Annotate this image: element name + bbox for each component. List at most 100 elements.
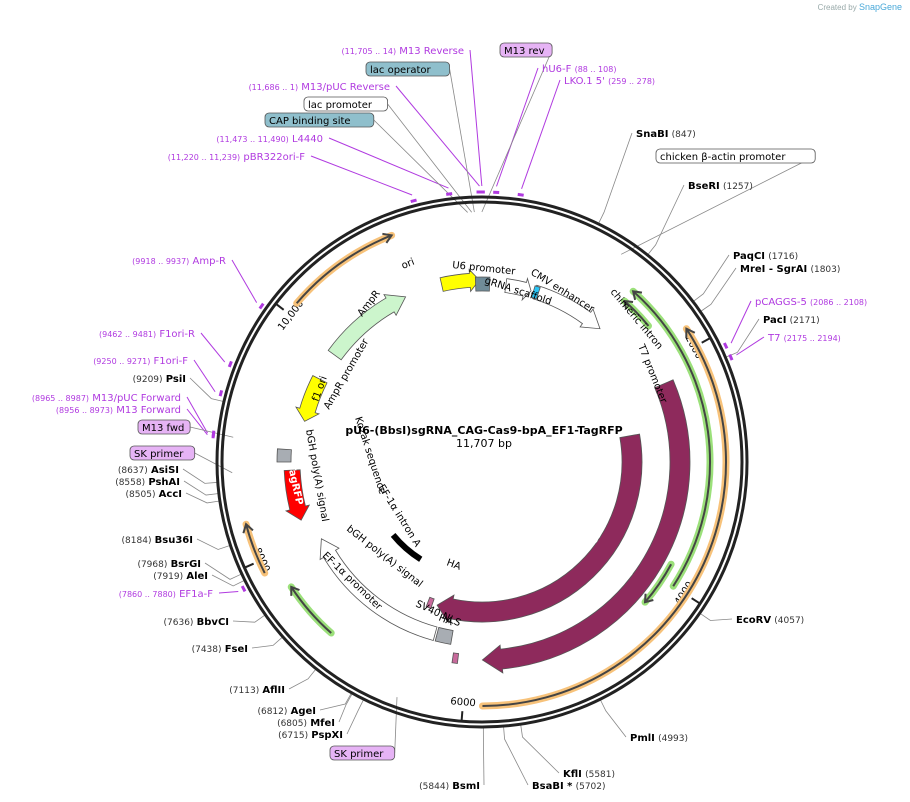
boxed-label-frame: [303, 96, 388, 112]
primer-range: (88 .. 108): [575, 65, 617, 74]
plasmid-name: pU6-(BbsI)sgRNA_CAG-Cas9-bpA_EF1-TagRFP: [345, 424, 622, 437]
primer-range: (8956 .. 8973): [56, 406, 113, 415]
enzyme-leader-line: [482, 727, 485, 786]
enzyme-position: (1803): [810, 265, 840, 275]
boxed-label-text: M13 fwd: [142, 423, 184, 434]
orf-orange-cas9-arrowhead: [685, 327, 696, 338]
primer-name: LKO.1 5': [564, 76, 605, 87]
orf-orange-cas9: [482, 328, 727, 707]
boxed-label-frame: [499, 42, 553, 58]
enzyme-label: PmlI (4993): [630, 733, 688, 744]
enzyme-leader-line: [211, 574, 245, 587]
enzyme-label: PacI (2171): [763, 315, 820, 326]
primer-mark: [410, 198, 417, 204]
primer-label: (8956 .. 8973) M13 Forward: [56, 405, 181, 416]
primer-leader-line: [218, 591, 239, 594]
enzyme-position: (8637): [118, 466, 148, 476]
enzyme-name: EcoRV: [736, 615, 771, 626]
tick-mark: [244, 562, 255, 569]
enzyme-position: (1257): [723, 182, 753, 192]
enzyme-leader-line: [251, 637, 283, 649]
u6-promoter-feature: [474, 276, 491, 292]
primer-label: (8965 .. 8987) M13/pUC Forward: [32, 393, 181, 404]
tick-label: 10,000: [276, 298, 306, 332]
primer-leader-line: [193, 359, 216, 392]
primer-name: EF1a-F: [179, 589, 213, 600]
ha-1-label: HA: [445, 557, 462, 572]
boxed-label-leader-line: [449, 68, 475, 213]
boxed-label-leader-line: [481, 49, 553, 213]
enzyme-name: SnaBI: [636, 129, 668, 140]
tick-mark: [691, 597, 700, 604]
enzyme-leader-line: [503, 727, 529, 786]
primer-leader-line: [328, 137, 449, 189]
enzyme-position: (6805): [277, 719, 307, 729]
enzyme-label: (7113) AflII: [229, 685, 285, 696]
enzyme-leader-line: [346, 699, 364, 735]
primer-mark: [218, 389, 224, 397]
enzyme-leader-line: [693, 254, 730, 302]
enzyme-name: PaqCI: [733, 251, 765, 262]
enzyme-position: (1716): [768, 252, 798, 262]
enzyme-label: (7636) BbvCI: [164, 617, 229, 628]
enzyme-name: AgeI: [291, 706, 316, 717]
enzyme-leader-line: [196, 538, 230, 550]
orf-green-3-arrowhead: [643, 593, 654, 604]
enzyme-position: (2171): [790, 316, 820, 326]
primer-leader-line: [395, 85, 480, 187]
grna-scaffold-feature: [504, 277, 532, 302]
primer-name: F1ori-R: [159, 329, 195, 340]
enzyme-name: MreI - SgrAI: [740, 264, 807, 275]
enzyme-label: BsaBI * (5702): [532, 781, 606, 792]
enzyme-label: (9209) PsiI: [133, 374, 186, 385]
primer-label: (7860 .. 7880) EF1a-F: [119, 589, 213, 600]
primer-range: (11,473 .. 11,490): [216, 135, 288, 144]
primer-range: (7860 .. 7880): [119, 590, 176, 599]
primer-label: (11,473 .. 11,490) L4440: [216, 134, 323, 145]
primer-label: (11,220 .. 11,239) pBR322ori-F: [168, 152, 305, 163]
primer-label: (9250 .. 9271) F1ori-F: [93, 356, 188, 367]
ha-tag-2: [451, 652, 460, 664]
enzyme-name: AleI: [186, 571, 208, 582]
primer-label: (11,705 .. 14) M13 Reverse: [341, 46, 464, 57]
ha-tag-1: [425, 596, 435, 609]
orf-green-1-arrowhead: [631, 290, 643, 301]
boxed-label-leader-line: [373, 119, 468, 213]
orf-green-1: [632, 290, 711, 587]
enzyme-leader-line: [647, 184, 685, 255]
enzyme-name: BbvCI: [197, 617, 229, 628]
primer-label: pCAGGS-5 (2086 .. 2108): [755, 297, 867, 308]
primer-name: M13/pUC Forward: [92, 393, 181, 404]
snapgene-credit: Created by SnapGene: [818, 2, 902, 12]
enzyme-position: (7636): [164, 618, 194, 628]
enzyme-label: (6805) MfeI: [277, 718, 335, 729]
primer-range: (11,220 .. 11,239): [168, 153, 240, 162]
enzyme-name: FseI: [225, 644, 248, 655]
enzyme-leader-line: [288, 669, 316, 690]
enzyme-leader-line: [338, 693, 353, 723]
enzyme-leader-line: [520, 725, 560, 774]
f1-ori-feature: [295, 375, 328, 422]
boxed-label-frame: [137, 419, 191, 435]
tick-label: 6000: [450, 696, 476, 709]
primer-leader-line: [521, 79, 561, 190]
primer-range: (8965 .. 8987): [32, 394, 89, 403]
enzyme-leader-line: [185, 492, 219, 504]
boxed-label-frame: [329, 745, 396, 761]
enzyme-leader-line: [204, 562, 242, 580]
tagrfp-feature: [283, 469, 311, 521]
enzyme-name: PmlI: [630, 733, 655, 744]
primer-range: (9462 .. 9481): [99, 330, 156, 339]
enzyme-name: AccI: [159, 489, 182, 500]
primer-mark: [517, 192, 524, 197]
orf-orange-tagrfp-arrowhead: [242, 522, 254, 534]
enzyme-position: (9209): [133, 375, 163, 385]
ori-feature: [439, 268, 480, 293]
enzyme-label: (8184) Bsu36I: [122, 535, 193, 546]
boxed-label-leader-line: [190, 426, 234, 438]
primer-leader-line: [200, 332, 226, 363]
primer-label: hU6-F (88 .. 108): [542, 64, 616, 75]
enzyme-name: PshAI: [148, 477, 180, 488]
enzyme-leader-line: [319, 693, 352, 711]
